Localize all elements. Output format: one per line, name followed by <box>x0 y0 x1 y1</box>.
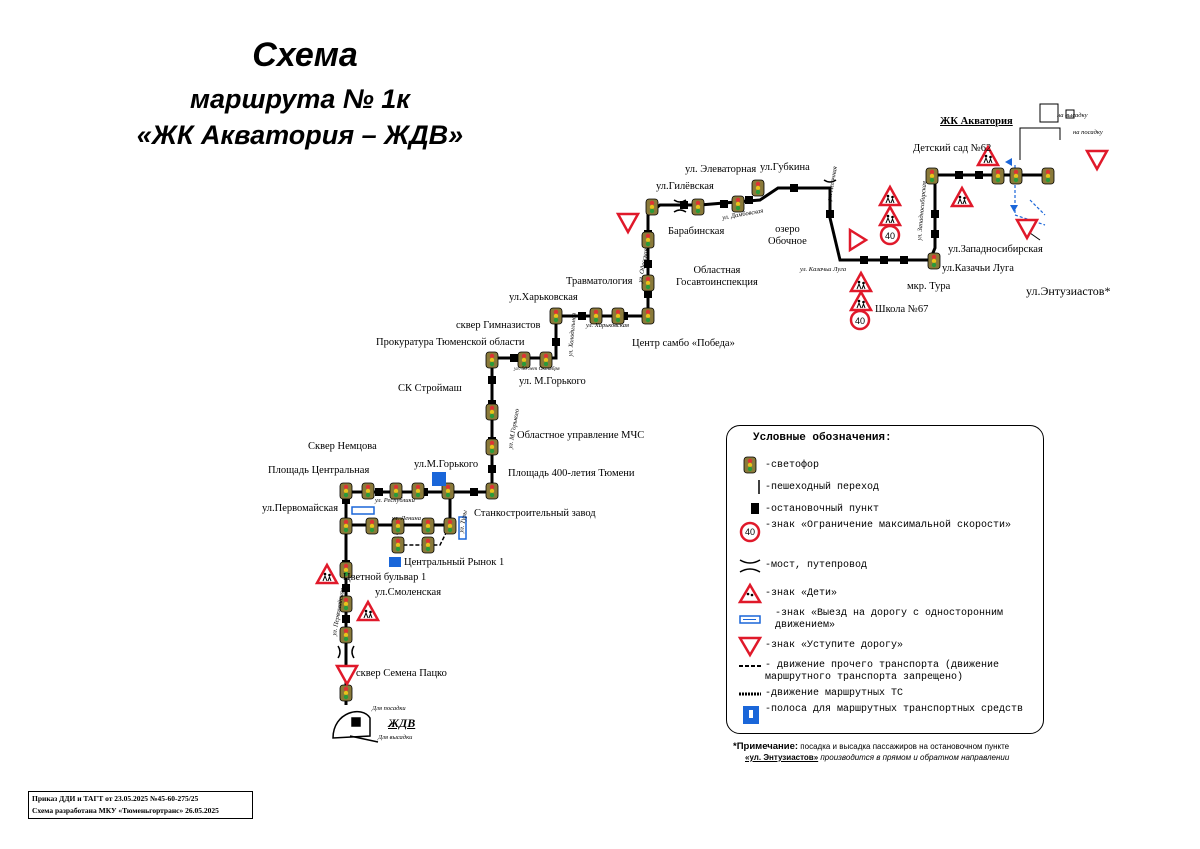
title-line1: Схема <box>252 36 358 74</box>
children-sign-icon <box>737 582 763 604</box>
stop-label-m-gorkogo-2: ул.М.Горького <box>414 459 479 470</box>
stop-label-zapadnosibirskaya: ул.Западносибирская <box>948 244 1043 255</box>
terminal-end-label: ЖДВ <box>388 716 416 730</box>
stop-label-pervomaiskaya: ул.Первомайская <box>262 503 339 514</box>
give-way-sign-icon <box>737 636 763 658</box>
stop-label-smolenskaya: ул.Смоленская <box>375 587 442 598</box>
stop-label-skver-packo: сквер Семена Пацко <box>356 668 447 679</box>
legend-text: -знак «Дети» <box>765 588 838 599</box>
title-line2: маршрута № 1к <box>190 84 410 114</box>
note-stop: «ул. Энтузиастов» <box>745 753 819 762</box>
legend-item-bus-stop: -остановочный пункт <box>735 498 1035 526</box>
legend-text: -знак «Уступите дорогу» <box>765 640 904 651</box>
legend-text: -остановочный пункт <box>765 504 880 515</box>
stop-label-central-rynok: Центральный Рынок 1 <box>404 557 505 568</box>
legend-item-route-line: -движение маршрутных ТС <box>735 688 1035 704</box>
street-label-lenina: ул. Ленина <box>392 515 422 522</box>
bridge-icon <box>739 559 761 573</box>
stop-label-cvetnoi-bulvar: Цветной бульвар 1 <box>343 572 427 583</box>
stop-label-detsad62: Детский сад №62 <box>913 143 992 154</box>
stop-label-skver-nemcova: Сквер Немцова <box>308 441 377 452</box>
note-label: *Примечание: <box>733 741 799 752</box>
stop-label-mchs: Областное управление МЧС <box>517 430 645 441</box>
legend-text: -движение маршрутных ТС <box>765 688 904 699</box>
legend-item-other-traffic: - движение прочего транспорта (движение … <box>735 660 1035 688</box>
legend-item-bus-lane: -полоса для маршрутных транспортных сред… <box>735 704 1035 732</box>
stop-label-ploshad-400: Площадь 400-летия Тюмени <box>508 468 635 479</box>
note-text2: производится в прямом и обратном направл… <box>818 753 1010 762</box>
note: *Примечание: посадка и высадка пассажиро… <box>733 741 1009 763</box>
speed-limit-sign-icon: 40 <box>739 521 761 543</box>
stop-label-gilevskaya: ул.Гилёвская <box>656 181 714 192</box>
stop-label-sk-stroimash: СК Строймаш <box>398 383 462 394</box>
street-label-harkovskaya: ул. Харьковская <box>586 322 630 329</box>
legend-item-one-way: -знак «Выезд на дорогу с односторонним д… <box>735 608 1035 638</box>
legend-item-traffic-light: -светофор <box>735 454 1035 482</box>
traffic-light-icon <box>743 456 757 474</box>
stop-label-m-gorkogo-1: ул. М.Горького <box>519 376 586 387</box>
stop-label-stankozavod: Станкостроительный завод <box>474 508 596 519</box>
stop-label-ozero: озеро Обочное <box>768 224 807 247</box>
legend-item-give-way: -знак «Уступите дорогу» <box>735 634 1035 662</box>
dashed-line-icon <box>739 665 761 667</box>
stop-label-kazachi-luga: ул.Казачьи Луга <box>942 263 1014 274</box>
terminal-boarding-label: на посадку <box>1073 129 1103 136</box>
order-line1: Приказ ДДИ и ТАГТ от 23.05.2025 №45-60-2… <box>32 794 199 803</box>
stop-label-gosavtoinspekciya: Областная Госавтоинспекция <box>676 265 758 288</box>
one-way-sign-icon <box>739 615 761 624</box>
stop-label-travmatologiya: Травматология <box>566 276 633 287</box>
legend-text: -пешеходный переход <box>765 482 880 493</box>
legend-item-bridge: -мост, путепровод <box>735 554 1035 582</box>
street-label-50-let: ул. 50 лет Октября <box>514 366 560 372</box>
note-text1: посадка и высадка пассажиров на останово… <box>798 742 1010 751</box>
stop-label-elevatornaya: ул. Элеваторная <box>685 164 757 175</box>
legend-item-crossing: -пешеходный переход <box>735 476 1035 504</box>
stop-label-gubkina: ул.Губкина <box>760 162 810 173</box>
stop-label-skver-gimnazistov: сквер Гимназистов <box>456 320 541 331</box>
stop-label-shkola67: Школа №67 <box>875 304 929 315</box>
legend-text: -мост, путепровод <box>765 560 868 571</box>
street-label-respubliki: ул. Республики <box>375 497 415 504</box>
stop-label-barabinskaya: Барабинская <box>668 226 725 237</box>
stop-label-ploshad-central: Площадь Центральная <box>268 465 370 476</box>
stop-label-prokuratura: Прокуратура Тюменской области <box>376 337 525 348</box>
bus-lane-icon <box>743 706 759 724</box>
legend-text: - движение прочего транспорта (движение … <box>765 660 1000 683</box>
legend-text: -знак «Выезд на дорогу с односторонним д… <box>775 608 1004 631</box>
legend-title: Условные обозначения: <box>753 432 892 444</box>
terminal-end-alighting-label: Для высадки <box>378 734 413 741</box>
legend: Условные обозначения: -светофор -пешеход… <box>726 425 1044 734</box>
pedestrian-crossing-icon <box>758 480 760 494</box>
legend-item-speed-limit: 40 -знак «Ограничение максимальной скоро… <box>735 520 1035 550</box>
stop-label-sambo: Центр самбо «Победа» <box>632 338 735 349</box>
legend-text: -светофор <box>765 460 820 471</box>
legend-item-children: -знак «Дети» <box>735 582 1035 610</box>
route-line-icon <box>739 692 761 696</box>
bus-stop-icon <box>751 503 759 514</box>
speed-limit-value-2: 40 <box>855 316 865 326</box>
street-label-kazachi-luga: ул. Казачьи Луга <box>800 266 847 273</box>
terminal-start-label: ЖК Акватория <box>940 116 1013 127</box>
speed-limit-value-1: 40 <box>885 231 895 241</box>
title-line3: «ЖК Акватория – ЖДВ» <box>136 120 464 150</box>
stop-label-entuziastov: ул.Энтузиастов* <box>1026 284 1111 298</box>
legend-speed-value: 40 <box>745 527 755 537</box>
terminal-end-boarding-label: Для посадки <box>372 705 406 712</box>
order-box: Приказ ДДИ и ТАГТ от 23.05.2025 №45-60-2… <box>28 791 253 819</box>
terminal-alighting-label: на высадку <box>1057 112 1088 119</box>
legend-text: -знак «Ограничение максимальной скорости… <box>765 520 1012 531</box>
stop-label-harkovskaya: ул.Харьковская <box>509 292 578 303</box>
order-line2: Схема разработана МКУ «Тюменьгортранс» 2… <box>32 806 219 815</box>
stop-label-tura: мкр. Тура <box>907 281 951 292</box>
legend-text: -полоса для маршрутных транспортных сред… <box>765 704 1024 715</box>
